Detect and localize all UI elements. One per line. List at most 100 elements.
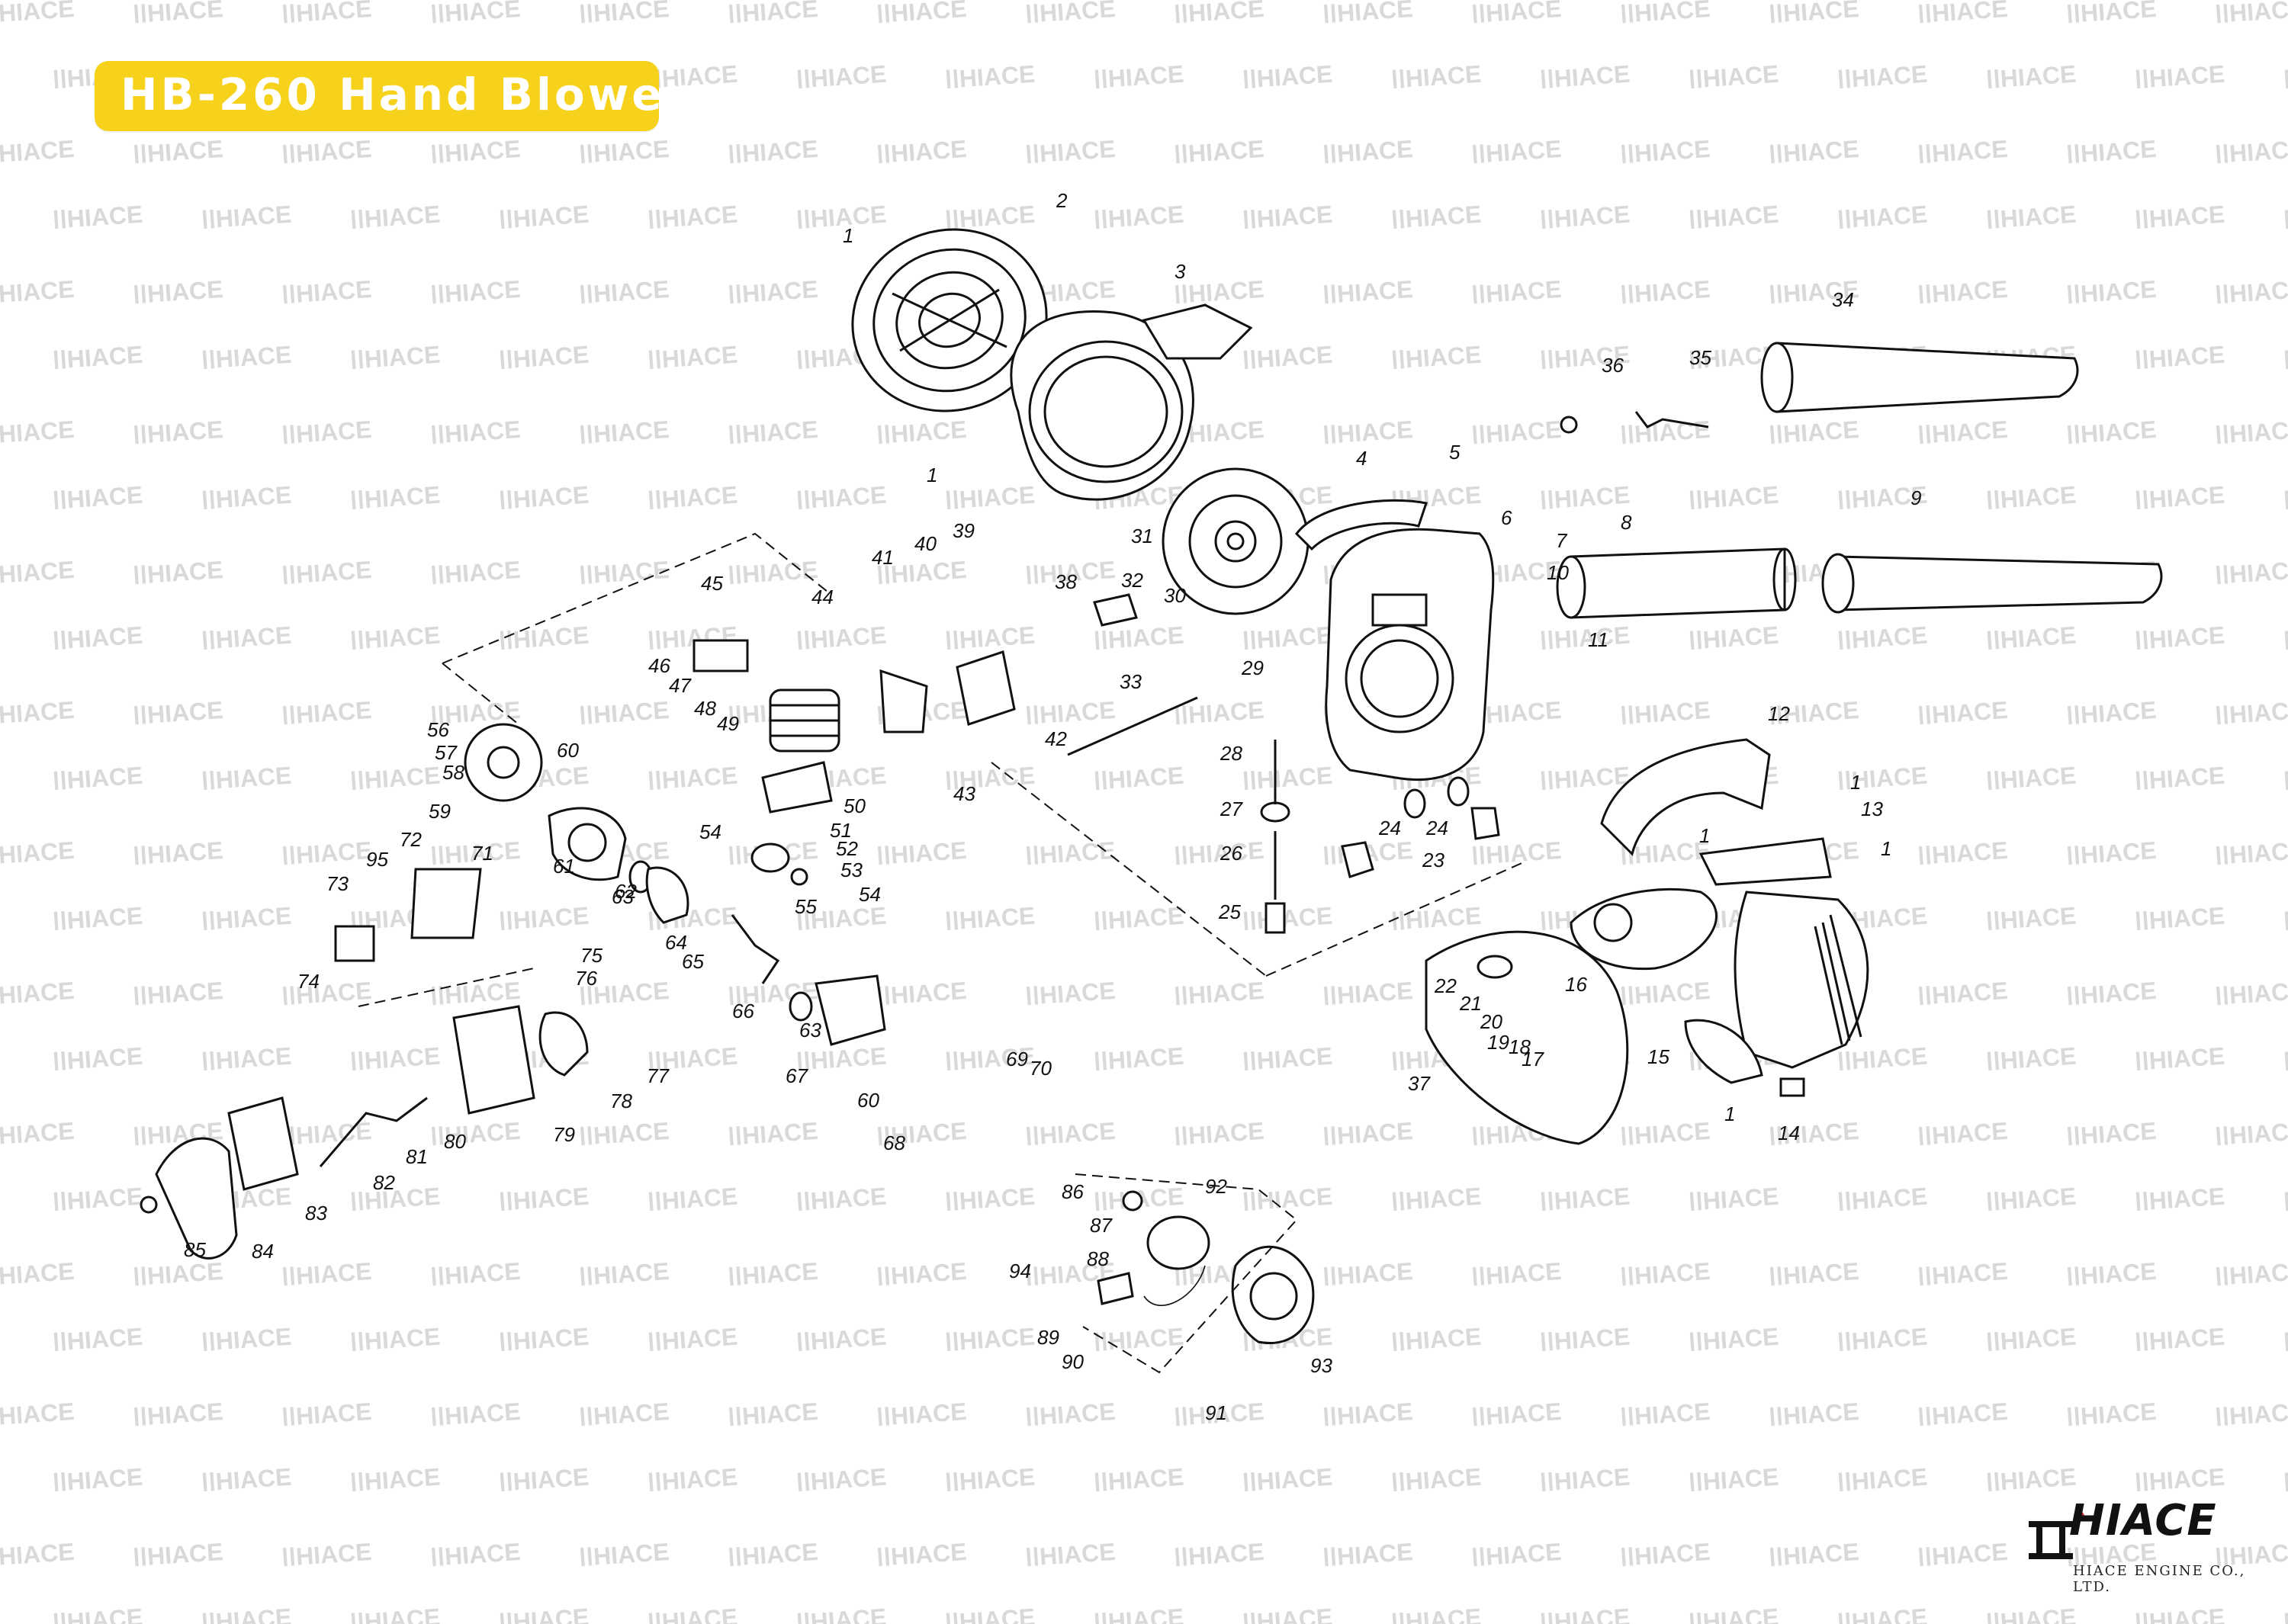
piston-assembly bbox=[750, 761, 833, 886]
watermark-text: ⅠⅠHIACE bbox=[1688, 1323, 1780, 1356]
watermark-text: ⅠⅠHIACE bbox=[2134, 201, 2226, 234]
watermark-text: ⅠⅠHIACE bbox=[1539, 1463, 1631, 1497]
watermark-text: ⅠⅠHIACE bbox=[1688, 481, 1780, 515]
watermark-text: ⅠⅠHIACE bbox=[1173, 1538, 1265, 1571]
watermark-text: ⅠⅠHIACE bbox=[1390, 1463, 1483, 1497]
watermark-text: ⅠⅠHIACE bbox=[52, 341, 144, 374]
watermark-text: ⅠⅠHIACE bbox=[1688, 621, 1780, 655]
watermark-text: ⅠⅠHIACE bbox=[2214, 135, 2288, 168]
watermark-text: ⅠⅠHIACE bbox=[1917, 135, 2009, 168]
watermark-text: ⅠⅠHIACE bbox=[2283, 60, 2288, 94]
round-nozzle bbox=[1760, 342, 2079, 413]
watermark-text: ⅠⅠHIACE bbox=[132, 135, 224, 168]
part-number-label: 10 bbox=[1547, 561, 1569, 584]
part-number-label: 82 bbox=[373, 1171, 395, 1194]
watermark-text: ⅠⅠHIACE bbox=[0, 1398, 76, 1431]
watermark-text: ⅠⅠHIACE bbox=[281, 275, 373, 309]
watermark-text: ⅠⅠHIACE bbox=[132, 1538, 224, 1571]
watermark-text: ⅠⅠHIACE bbox=[1917, 275, 2009, 309]
watermark-text: ⅠⅠHIACE bbox=[727, 1117, 819, 1151]
watermark-text: ⅠⅠHIACE bbox=[132, 977, 224, 1010]
watermark-text: ⅠⅠHIACE bbox=[1619, 135, 1711, 168]
watermark-text: ⅠⅠHIACE bbox=[2065, 275, 2158, 309]
watermark-text: ⅠⅠHIACE bbox=[1539, 60, 1631, 94]
part-number-label: 38 bbox=[1055, 570, 1077, 593]
part-number-label: 37 bbox=[1408, 1072, 1431, 1095]
watermark-text: ⅠⅠHIACE bbox=[1322, 977, 1414, 1010]
part-number-label: 78 bbox=[610, 1090, 632, 1112]
part-number-label: 86 bbox=[1062, 1180, 1084, 1203]
part-number-label: 63 bbox=[612, 885, 634, 908]
part-number-label: 1 bbox=[1881, 837, 1891, 860]
watermark-text: ⅠⅠHIACE bbox=[1619, 275, 1711, 309]
watermark-text: ⅠⅠHIACE bbox=[944, 60, 1036, 94]
watermark-text: ⅠⅠHIACE bbox=[201, 762, 293, 795]
watermark-text: ⅠⅠHIACE bbox=[1390, 1183, 1483, 1216]
watermark-text: ⅠⅠHIACE bbox=[1173, 836, 1265, 870]
watermark-text: ⅠⅠHIACE bbox=[578, 275, 670, 309]
watermark-text: ⅠⅠHIACE bbox=[647, 481, 739, 515]
watermark-text: ⅠⅠHIACE bbox=[727, 275, 819, 309]
logo-brand-text: HIACE bbox=[2069, 1496, 2217, 1545]
part-number-label: 13 bbox=[1861, 798, 1883, 820]
watermark-text: ⅠⅠHIACE bbox=[1837, 60, 1929, 94]
watermark-text: ⅠⅠHIACE bbox=[1768, 135, 1860, 168]
watermark-text: ⅠⅠHIACE bbox=[944, 1323, 1036, 1356]
watermark-text: ⅠⅠHIACE bbox=[1470, 1398, 1563, 1431]
watermark-text: ⅠⅠHIACE bbox=[349, 341, 442, 374]
watermark-text: ⅠⅠHIACE bbox=[498, 621, 590, 655]
watermark-text: ⅠⅠHIACE bbox=[578, 556, 670, 589]
part-number-label: 55 bbox=[795, 895, 817, 918]
watermark-text: ⅠⅠHIACE bbox=[2214, 836, 2288, 870]
part-number-label: 43 bbox=[953, 782, 975, 805]
part-number-label: 54 bbox=[859, 883, 881, 906]
watermark-text: ⅠⅠHIACE bbox=[1093, 1323, 1185, 1356]
watermark-text: ⅠⅠHIACE bbox=[1619, 1117, 1711, 1151]
watermark-text: ⅠⅠHIACE bbox=[1242, 1042, 1334, 1076]
watermark-text: ⅠⅠHIACE bbox=[1837, 1042, 1929, 1076]
part-number-label: 15 bbox=[1647, 1045, 1669, 1068]
part-number-label: 68 bbox=[883, 1131, 905, 1154]
part-number-label: 89 bbox=[1037, 1326, 1059, 1349]
part-number-label: 60 bbox=[557, 739, 579, 762]
part-number-label: 69 bbox=[1006, 1048, 1028, 1070]
part-number-label: 95 bbox=[366, 848, 388, 871]
watermark-text: ⅠⅠHIACE bbox=[0, 416, 76, 449]
watermark-text: ⅠⅠHIACE bbox=[2283, 341, 2288, 374]
watermark-text: ⅠⅠHIACE bbox=[1173, 977, 1265, 1010]
part-number-label: 50 bbox=[844, 794, 866, 817]
watermark-text: ⅠⅠHIACE bbox=[201, 902, 293, 936]
watermark-text: ⅠⅠHIACE bbox=[1539, 1323, 1631, 1356]
watermark-text: ⅠⅠHIACE bbox=[2214, 416, 2288, 449]
watermark-text: ⅠⅠHIACE bbox=[1985, 1042, 2078, 1076]
watermark-text: ⅠⅠHIACE bbox=[944, 902, 1036, 936]
watermark-text: ⅠⅠHIACE bbox=[349, 621, 442, 655]
watermark-text: ⅠⅠHIACE bbox=[1768, 1117, 1860, 1151]
part-number-label: 65 bbox=[682, 950, 704, 973]
watermark-text: ⅠⅠHIACE bbox=[281, 836, 373, 870]
watermark-text: ⅠⅠHIACE bbox=[1837, 1463, 1929, 1497]
watermark-text: ⅠⅠHIACE bbox=[201, 201, 293, 234]
watermark-text: ⅠⅠHIACE bbox=[1917, 1117, 2009, 1151]
flywheel bbox=[464, 723, 543, 802]
watermark-text: ⅠⅠHIACE bbox=[1619, 696, 1711, 730]
watermark-text: ⅠⅠHIACE bbox=[1390, 341, 1483, 374]
watermark-text: ⅠⅠHIACE bbox=[1837, 1323, 1929, 1356]
carburetor bbox=[334, 868, 589, 1115]
watermark-text: ⅠⅠHIACE bbox=[1619, 1398, 1711, 1431]
watermark-text: ⅠⅠHIACE bbox=[2134, 60, 2226, 94]
watermark-text: ⅠⅠHIACE bbox=[2065, 1257, 2158, 1291]
watermark-text: ⅠⅠHIACE bbox=[2134, 1183, 2226, 1216]
watermark-text: ⅠⅠHIACE bbox=[876, 135, 968, 168]
part-number-label: 76 bbox=[575, 967, 597, 990]
watermark-text: ⅠⅠHIACE bbox=[2134, 481, 2226, 515]
watermark-text: ⅠⅠHIACE bbox=[1917, 1398, 2009, 1431]
watermark-text: ⅠⅠHIACE bbox=[578, 135, 670, 168]
crankshaft bbox=[731, 914, 780, 984]
watermark-text: ⅠⅠHIACE bbox=[795, 481, 888, 515]
watermark-text: ⅠⅠHIACE bbox=[52, 1323, 144, 1356]
watermark-text: ⅠⅠHIACE bbox=[1024, 135, 1117, 168]
part-number-label: 52 bbox=[836, 837, 858, 860]
watermark-text: ⅠⅠHIACE bbox=[0, 1257, 76, 1291]
